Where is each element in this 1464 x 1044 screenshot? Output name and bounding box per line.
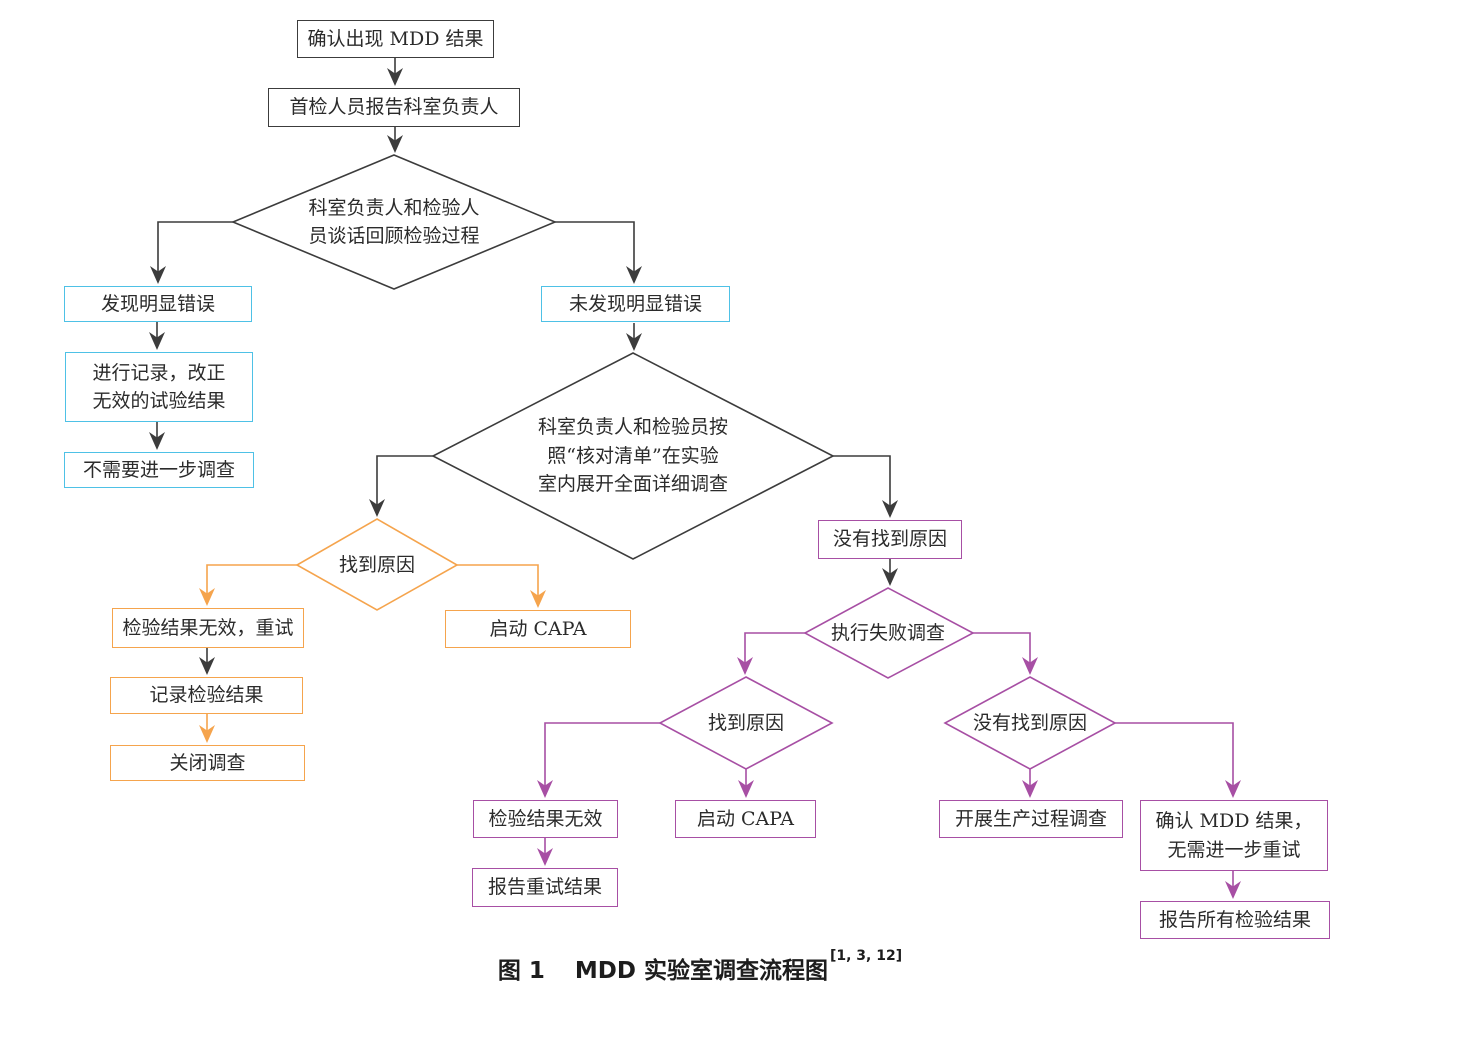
arrows-black	[149, 58, 898, 675]
decision-diamonds	[230, 154, 1117, 770]
node-record-and-correct: 进行记录，改正 无效的试验结果	[65, 352, 253, 422]
decision-cause-not-found-failure-label: 没有找到原因	[972, 711, 1087, 734]
node-obvious-error-found: 发现明显错误	[64, 286, 252, 322]
node-test-result-invalid: 检验结果无效	[473, 800, 618, 838]
arrow	[199, 564, 297, 606]
decision-review-test-process-label: 科室负责人和检验人 员谈话回顾检验过程	[308, 196, 480, 248]
decision-cause-found-lab-shape	[295, 518, 459, 611]
arrow	[973, 632, 1038, 675]
node-record-test-result: 记录检验结果	[110, 677, 303, 714]
node-confirm-mdd-result: 确认出现 MDD 结果	[297, 20, 494, 58]
decision-review-test-process-shape	[230, 154, 558, 290]
figure-caption: 图 1 MDD 实验室调查流程图[1, 3, 12]	[0, 948, 1400, 985]
arrows-orange	[199, 564, 546, 743]
arrows-purple	[537, 632, 1241, 899]
node-start-capa-failure: 启动 CAPA	[675, 800, 816, 838]
node-no-obvious-error: 未发现明显错误	[541, 286, 730, 322]
decision-checklist-investigation-label: 科室负责人和检验员按 照“核对清单”在实验 室内展开全面详细调查	[537, 416, 728, 496]
node-report-to-supervisor: 首检人员报告科室负责人	[268, 88, 520, 127]
node-close-investigation: 关闭调查	[110, 745, 305, 781]
decision-cause-found-failure-label: 找到原因	[707, 711, 784, 734]
decision-failure-investigation-shape	[803, 587, 975, 679]
decision-cause-found-lab-label: 找到原因	[338, 553, 415, 576]
node-report-retest-result: 报告重试结果	[472, 868, 618, 907]
arrow	[737, 632, 805, 675]
node-cause-not-found: 没有找到原因	[818, 520, 962, 559]
node-start-capa-lab: 启动 CAPA	[445, 610, 631, 648]
node-no-further-investigation: 不需要进一步调查	[64, 452, 254, 488]
arrow	[555, 221, 642, 284]
arrow	[369, 455, 433, 517]
figure-title: MDD 实验室调查流程图	[574, 958, 828, 984]
node-report-all-results: 报告所有检验结果	[1140, 901, 1330, 939]
arrow	[833, 455, 898, 518]
arrow	[1115, 722, 1241, 798]
figure-citation: [1, 3, 12]	[829, 948, 903, 965]
figure-label: 图 1	[497, 958, 545, 984]
arrow	[537, 722, 660, 798]
arrow	[457, 564, 546, 608]
decision-checklist-investigation-shape	[431, 352, 835, 560]
arrow	[150, 221, 233, 284]
node-production-investigation: 开展生产过程调查	[939, 800, 1123, 838]
decision-failure-investigation-label: 执行失败调查	[830, 621, 945, 644]
node-result-invalid-retest: 检验结果无效，重试	[112, 608, 304, 648]
node-confirm-mdd-no-retest: 确认 MDD 结果， 无需进一步重试	[1140, 800, 1328, 871]
